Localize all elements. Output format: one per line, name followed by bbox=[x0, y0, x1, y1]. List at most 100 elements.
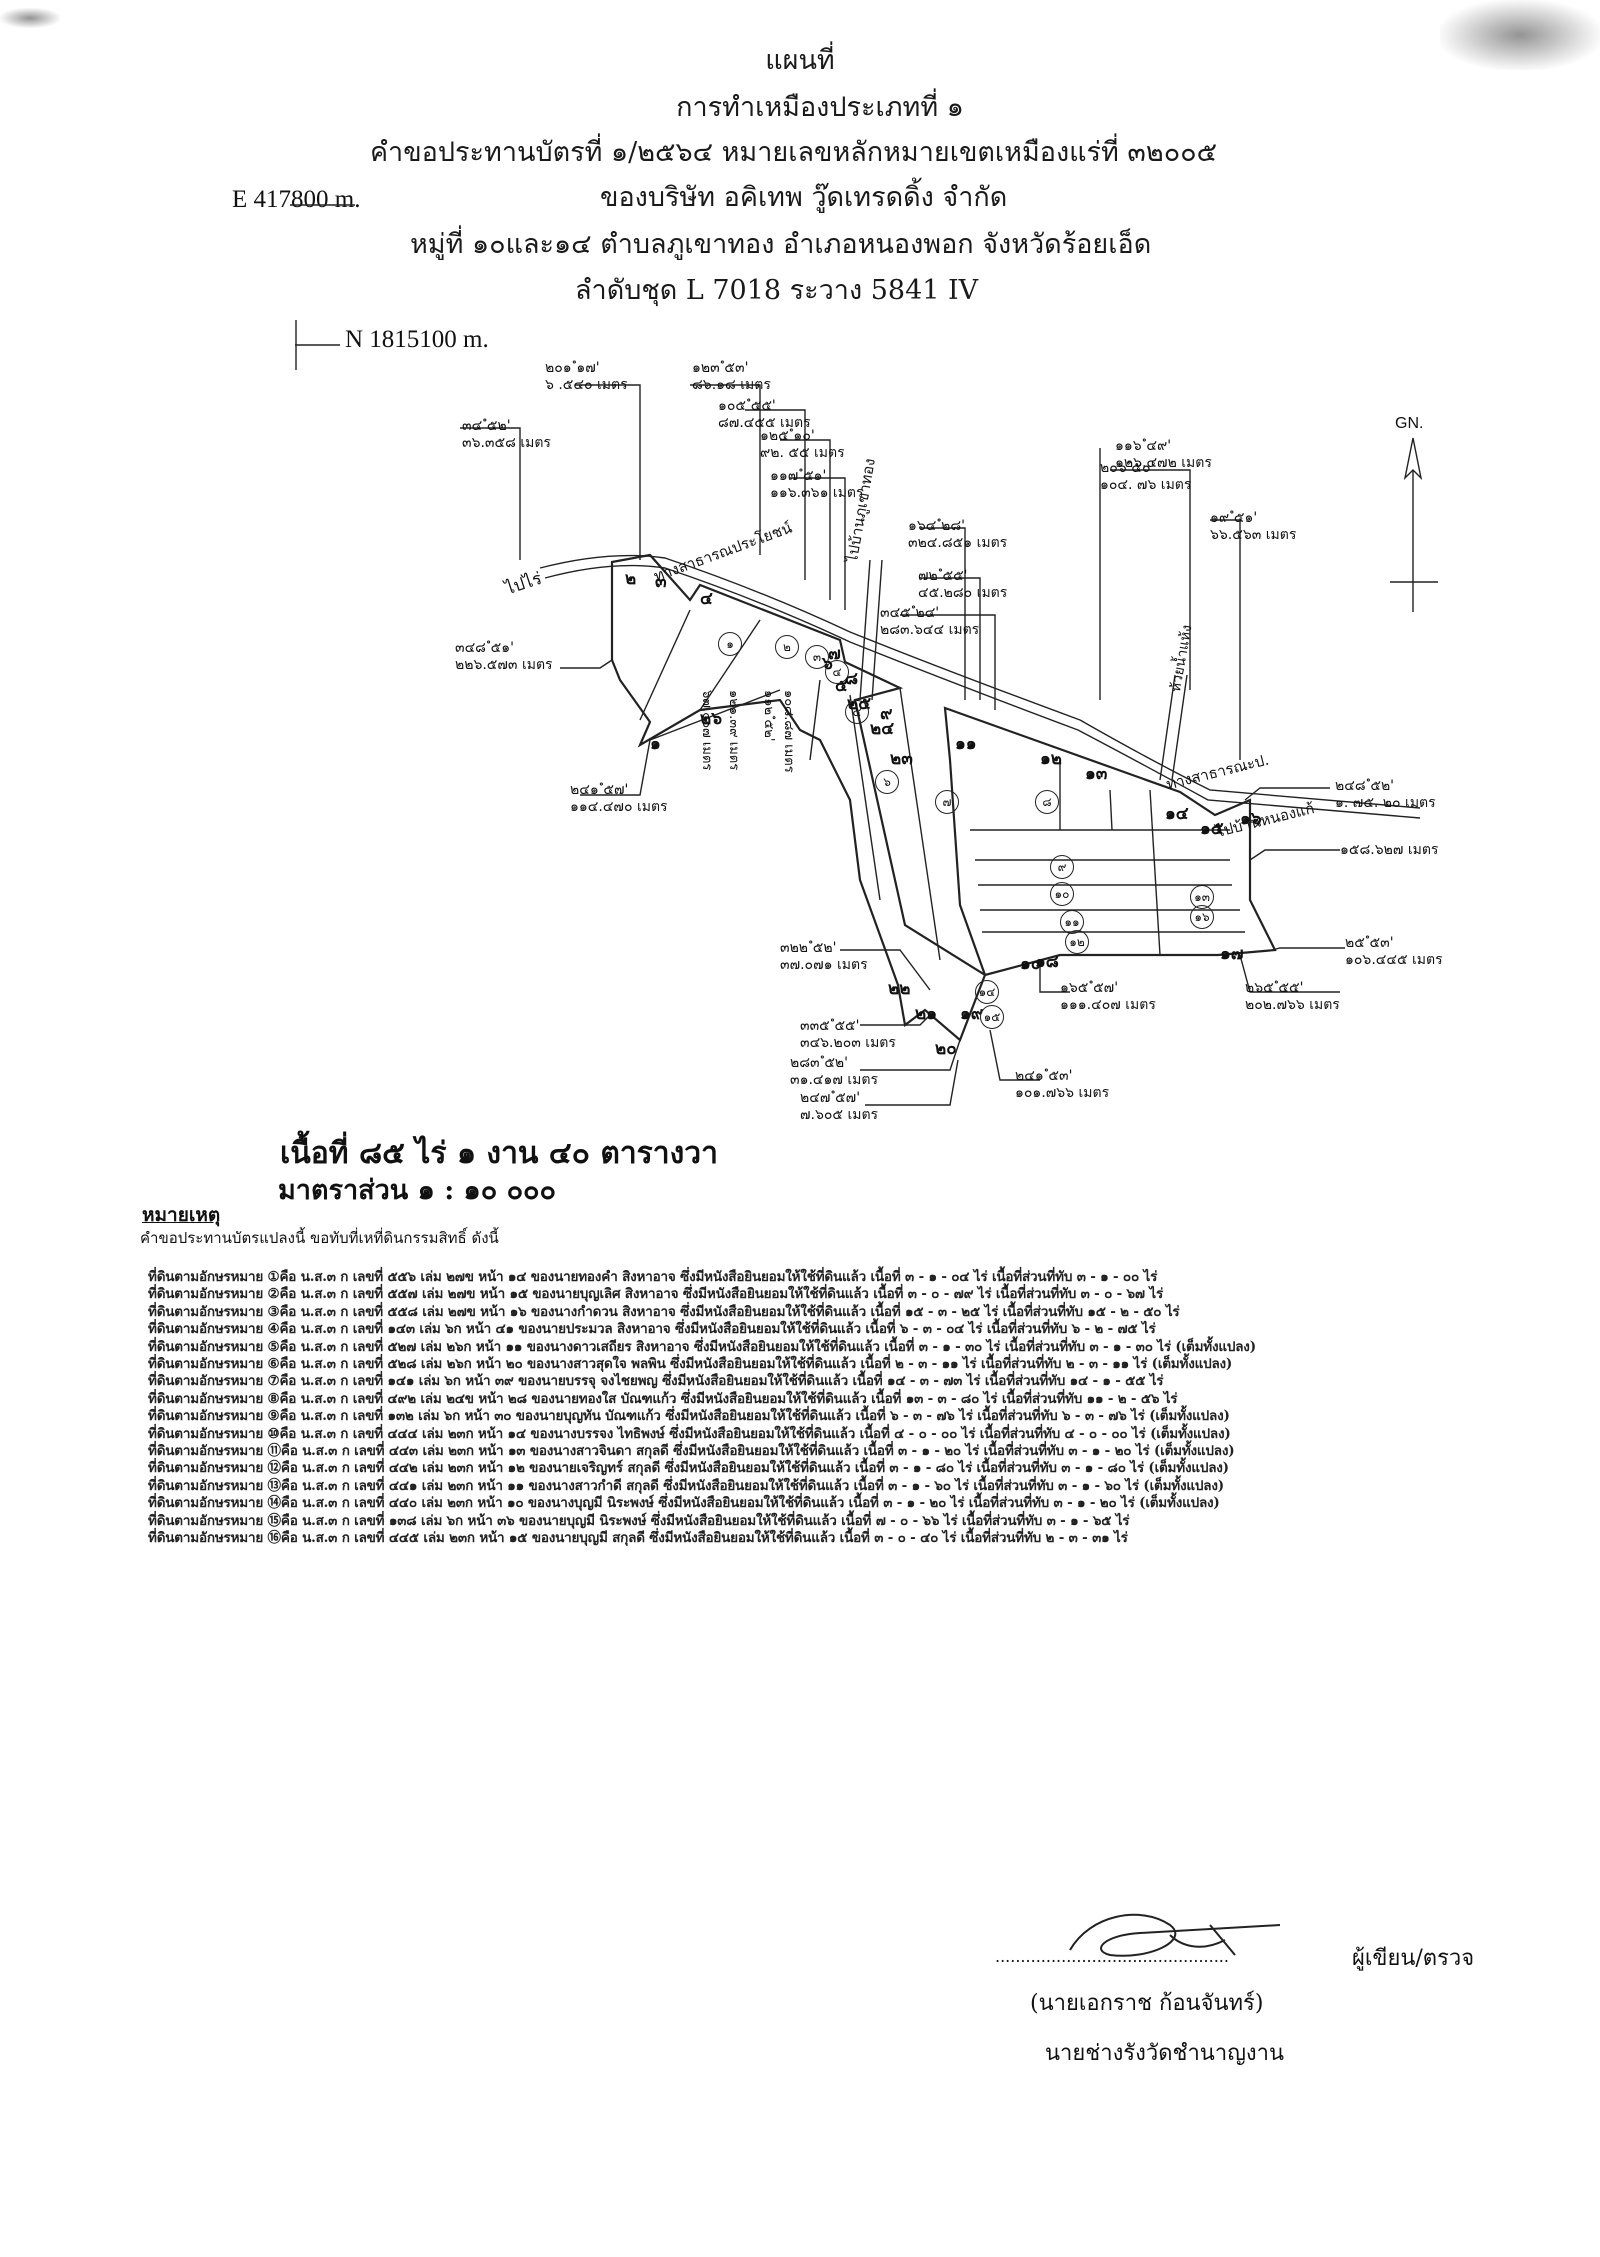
bearing-distance: ๒๐๒.๗๖๖ เมตร bbox=[1245, 997, 1340, 1013]
leader-line bbox=[780, 439, 831, 600]
doc-title: แผนที่ bbox=[765, 45, 835, 76]
bearing-angle: ๒๐๑ ํ๑๗' bbox=[545, 360, 600, 376]
bearing-label: ๗๒ ํ๕๕'๔๕.๒๘๐ เมตร bbox=[918, 568, 1007, 602]
corner-number: ๒๐ bbox=[935, 1039, 957, 1059]
area-text: เนื้อที่ ๘๕ ไร่ ๑ งาน ๔๐ ตารางวา bbox=[280, 1136, 718, 1171]
leader-line bbox=[860, 1039, 961, 1071]
bearing-label: ๒๔๑ ํ๕๓'๑๐๑.๗๖๖ เมตร bbox=[1015, 1068, 1109, 1102]
bearing-distance: ๓๗.๐๗๑ เมตร bbox=[780, 957, 868, 973]
bearing-distance: ๓๑.๔๑๗ เมตร bbox=[790, 1072, 878, 1088]
bearing-distance: ๔๕.๒๘๐ เมตร bbox=[918, 585, 1008, 601]
note-line: ที่ดินตามอักษรหมาย ④คือ น.ส.๓ ก เลขที่ ๑… bbox=[148, 1321, 1156, 1338]
parcel-mark: ๑๐ bbox=[1050, 882, 1074, 906]
corner-number: ๗ bbox=[828, 644, 841, 664]
leader-line bbox=[580, 739, 651, 796]
corner-number: ๒๖ bbox=[700, 709, 722, 729]
bearing-distance: ๖ .๕๔๐ เมตร bbox=[545, 377, 628, 393]
bearing-label: ๒๘๓ ํ๕๒'๓๑.๔๑๗ เมตร bbox=[790, 1055, 878, 1089]
leader-line bbox=[1249, 849, 1340, 861]
bearing-distance: ๑๕๘.๖๒๗ เมตร bbox=[1340, 842, 1439, 858]
corner-number: ๑๔ bbox=[1165, 804, 1189, 824]
corner-number: ๑๐ bbox=[1020, 954, 1042, 974]
parcel-line bbox=[809, 679, 821, 761]
scale-text: มาตราส่วน ๑ : ๑๐ ๐๐๐ bbox=[278, 1175, 557, 1206]
bearing-label: ๓๒๒ ํ๕๒'๓๗.๐๗๑ เมตร bbox=[780, 940, 868, 974]
corner-number: ๒๓ bbox=[890, 749, 913, 769]
notes-title: หมายเหตุ bbox=[142, 1204, 221, 1226]
bearing-angle: ๓๔ ํ๕๒' bbox=[462, 418, 511, 434]
parcel-line bbox=[639, 609, 691, 721]
bearing-angle: ๑๒๕ ํ๑๐' bbox=[760, 428, 815, 444]
vertical-distance-label: ๑๑๒ ํ๕๒' bbox=[761, 690, 776, 742]
scan-smudge-top-right bbox=[1440, 0, 1600, 70]
corner-number: ๑๕ bbox=[1200, 819, 1224, 839]
parcel-mark: ๑ bbox=[718, 632, 742, 656]
bearing-label: ๓๔ ํ๕๒'๓๖.๓๕๘ เมตร bbox=[462, 418, 551, 452]
parcel-mark: ๙ bbox=[1050, 855, 1074, 879]
leader-line bbox=[560, 659, 613, 669]
parcel-mark: ๓ bbox=[805, 645, 829, 669]
bearing-distance: ๓๒๔.๘๕๑ เมตร bbox=[908, 535, 1008, 551]
bearing-label: ๑๒๓ ํ๕๓'๘๖.๑๘ เมตร bbox=[692, 360, 771, 394]
corner-number: ๒๑ bbox=[915, 1004, 937, 1024]
bearing-label: ๓๔๘ ํ๕๑'๒๒๖.๕๗๓ เมตร bbox=[455, 640, 553, 674]
mining-type: การทำเหมืองประเภทที่ ๑ bbox=[676, 92, 964, 123]
scan-smudge-top-left bbox=[0, 8, 60, 28]
signature-dots: ........................................… bbox=[995, 1947, 1229, 1966]
bearing-label: ๓๔๕ ํ๒๔'๒๘๓.๖๔๔ เมตร bbox=[880, 605, 979, 639]
bearing-angle: ๒๔๘ ํ๕๒' bbox=[1335, 778, 1395, 794]
bearing-angle: ๑๖๔ ํ๒๘' bbox=[908, 518, 965, 534]
bearing-distance: ๑๐๑.๗๖๖ เมตร bbox=[1015, 1085, 1110, 1101]
concession-boundary-east bbox=[943, 706, 1277, 977]
bearing-angle: ๒๔๗ ํ๕๗' bbox=[800, 1090, 861, 1106]
bearing-angle: ๑๐๕ ํ๕๕' bbox=[718, 398, 776, 414]
note-line: ที่ดินตามอักษรหมาย ⑯คือ น.ส.๓ ก เลขที่ ๔… bbox=[148, 1530, 1128, 1546]
bearing-distance: ๗.๖๐๕ เมตร bbox=[800, 1107, 879, 1123]
bearing-label: ๒๐๖ ํ๕๐'๑๐๔. ๗๖ เมตร bbox=[1100, 460, 1191, 494]
bearing-label: ๓๓๕ ํ๕๕'๓๔๖.๒๐๓ เมตร bbox=[800, 1018, 896, 1052]
bearing-distance: ๑๑๔.๔๗๐ เมตร bbox=[570, 799, 668, 815]
note-line: ที่ดินตามอักษรหมาย ⑩คือ น.ส.๓ ก เลขที่ ๔… bbox=[148, 1425, 1231, 1442]
road-main-b bbox=[544, 564, 1421, 819]
leader-line bbox=[745, 409, 806, 580]
bearing-label: ๒๖๕ ํ๕๕'๒๐๒.๗๖๖ เมตร bbox=[1245, 980, 1340, 1014]
bearing-distance: ๑๒๖.๔๗๒ เมตร bbox=[1115, 455, 1212, 471]
note-line: ที่ดินตามอักษรหมาย ⑮คือ น.ส.๓ ก เลขที่ ๑… bbox=[148, 1512, 1130, 1529]
leader-line bbox=[1271, 947, 1345, 951]
northing-label: N 1815100 m. bbox=[345, 326, 489, 353]
parcel-mark: ๖ bbox=[875, 770, 899, 794]
vertical-distance-label: ๑๒๑.๓๙ เมตร bbox=[726, 690, 741, 771]
corner-number: ๑๒ bbox=[1040, 749, 1062, 769]
bearing-distance: ๘๖.๑๘ เมตร bbox=[692, 377, 771, 393]
corner-number: ๓ bbox=[655, 572, 667, 592]
location-line: หมู่ที่ ๑๐และ๑๔ ตำบลภูเขาทอง อำเภอหนองพอ… bbox=[410, 229, 1152, 260]
north-arrow-head bbox=[1403, 437, 1423, 481]
bearing-distance: ๒๘๓.๖๔๔ เมตร bbox=[880, 622, 980, 638]
bearing-angle: ๗๒ ํ๕๕' bbox=[918, 568, 968, 584]
bearing-distance: ๓๔๖.๒๐๓ เมตร bbox=[800, 1035, 896, 1051]
parcel-mark: ๔ bbox=[825, 660, 849, 684]
bearing-distance: ๑๐๔. ๗๖ เมตร bbox=[1100, 477, 1192, 493]
parcel-mark: ๑๔ bbox=[975, 980, 999, 1004]
parcel-mark: ๗ bbox=[935, 790, 959, 814]
parcel-line bbox=[649, 689, 781, 741]
corner-number: ๒๔ bbox=[870, 719, 895, 739]
bearing-angle: ๑๑๗ ํ๕๑' bbox=[770, 468, 827, 484]
corner-number: ๒๒ bbox=[888, 979, 911, 999]
bearing-label: ๒๐๑ ํ๑๗'๖ .๕๔๐ เมตร bbox=[545, 360, 628, 394]
bearing-label: ๑๕๘.๖๒๗ เมตร bbox=[1340, 842, 1438, 859]
bearing-angle: ๑๙ ํ๕๑' bbox=[1210, 510, 1258, 526]
bearing-angle: ๑๒๓ ํ๕๓' bbox=[692, 360, 749, 376]
leader-line bbox=[1110, 469, 1191, 690]
leader-line bbox=[1239, 954, 1340, 993]
note-line: ที่ดินตามอักษรหมาย ⑧คือ น.ส.๓ ก เลขที่ ๔… bbox=[148, 1390, 1178, 1407]
note-line: ที่ดินตามอักษรหมาย ②คือ น.ส.๓ ก เลขที่ ๕… bbox=[148, 1286, 1163, 1303]
parcel-mark: ๑๒ bbox=[1065, 930, 1089, 954]
parcel-line bbox=[849, 694, 881, 901]
bearing-distance: ๑. ๗๕. ๒๐ เมตร bbox=[1335, 795, 1436, 811]
bearing-label: ๑๒๕ ํ๑๐'๙๒. ๕๕ เมตร bbox=[760, 428, 845, 462]
leader-line bbox=[860, 1014, 931, 1026]
leader-line bbox=[460, 427, 521, 560]
bearing-angle: ๓๒๒ ํ๕๒' bbox=[780, 940, 837, 956]
bearing-angle: ๓๔๘ ํ๕๑' bbox=[455, 640, 515, 656]
